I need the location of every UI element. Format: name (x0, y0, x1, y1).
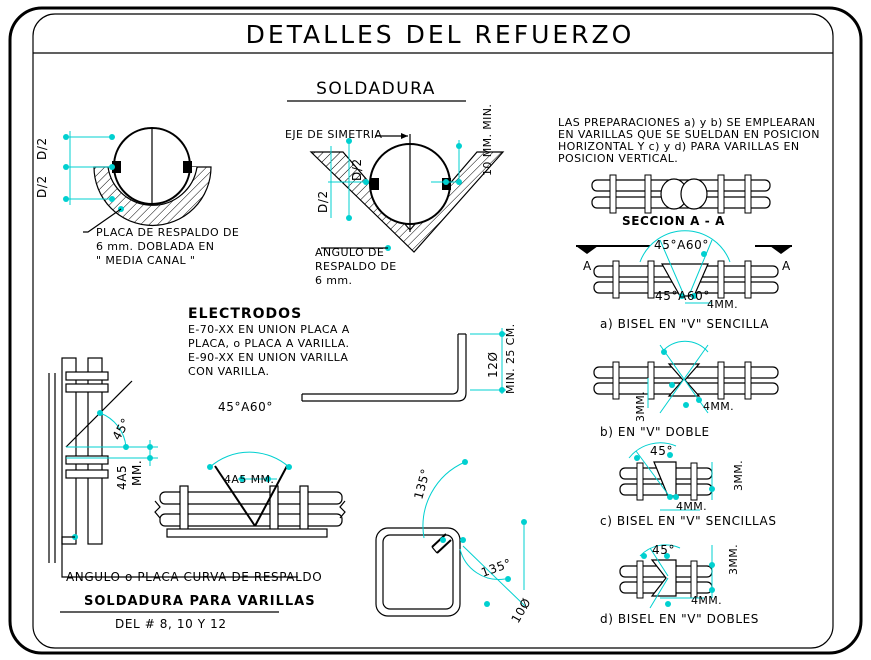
dim-45-deg: 45° (109, 416, 133, 443)
vertical-bars-detail (48, 357, 298, 578)
stirrup-detail (375, 459, 527, 617)
varillas-heading: SOLDADURA PARA VARILLAS (84, 594, 316, 609)
page-title: DETALLES DEL REFUERZO (246, 20, 635, 49)
dim-mm: MM. (130, 460, 144, 486)
angulo-note-3: 6 mm. (315, 274, 352, 287)
a-4mm: 4MM. (707, 298, 738, 311)
dim-left-d2-bottom: D/2 (35, 175, 49, 198)
seccion-aa-label: SECCION A - A (622, 214, 725, 228)
dim-d2-lower: D/2 (316, 190, 330, 213)
b-caption: b) EN "V" DOBLE (600, 425, 710, 439)
b-3mm: 3MM. (634, 391, 647, 422)
hook-min-25: MIN. 25 CM. (504, 323, 517, 394)
electrodos-line-2: PLACA, o PLACA A VARILLA. (188, 337, 349, 350)
soldadura-heading: SOLDADURA (316, 79, 436, 99)
electrodos-line-3: E-90-XX EN UNION VARILLA (188, 351, 348, 364)
electrodos-line-4: CON VARILLA. (188, 365, 269, 378)
seccion-aa-detail (591, 174, 771, 214)
c-4mm: 4MM. (676, 500, 707, 513)
b-4mm: 4MM. (703, 400, 734, 413)
bisel-v-dobles-detail (619, 544, 715, 609)
hook-12-diam: 12Ø (486, 351, 500, 378)
dim-left-d2-top: D/2 (35, 137, 49, 160)
d-45-deg: 45° (652, 543, 675, 557)
cut-a-left: A (583, 259, 592, 273)
angle-45a60-left: 45°A60° (218, 400, 273, 414)
prep-note-3: HORIZONTAL Y c) y d) PARA VARILLAS EN (558, 140, 799, 153)
angulo-note-1: ANGULO DE (315, 246, 384, 259)
cut-a-right: A (782, 259, 791, 273)
hooked-bar (301, 328, 506, 402)
bisel-v-sencillas-detail (619, 442, 715, 511)
d-caption: d) BISEL EN "V" DOBLES (600, 612, 759, 626)
placa-note-3: " MEDIA CANAL " (96, 254, 195, 267)
electrodos-heading: ELECTRODOS (188, 306, 302, 322)
a-angle-bottom: 45°A60° (655, 289, 710, 303)
prep-note-1: LAS PREPARACIONES a) y b) SE EMPLEARAN (558, 116, 815, 129)
a-caption: a) BISEL EN "V" SENCILLA (600, 317, 769, 331)
min-10mm-label: 10 MM. MIN. (481, 104, 494, 176)
dim-4a5: 4A5 (115, 465, 129, 490)
bisel-v-sencilla-detail (576, 230, 792, 304)
half-channel-weld-detail (63, 127, 212, 233)
angle-weld-detail (309, 133, 505, 253)
stirrup-10-diam: 10Ø (508, 596, 533, 626)
horizontal-bars-detail (154, 451, 346, 538)
outer-frame (8, 6, 863, 655)
placa-note-2: 6 mm. DOBLADA EN (96, 240, 214, 253)
eje-de-simetria-label: EJE DE SIMETRIA (285, 128, 382, 141)
d-3mm: 3MM. (727, 544, 740, 575)
d-4mm: 4MM. (691, 594, 722, 607)
electrodos-line-1: E-70-XX EN UNION PLACA A (188, 323, 350, 336)
inner-frame (32, 13, 834, 649)
center-dim-4a5mm: 4A5 MM. (224, 473, 274, 486)
varillas-subheading: DEL # 8, 10 Y 12 (115, 617, 227, 631)
angulo-note-2: RESPALDO DE (315, 260, 397, 273)
a-angle-top: 45°A60° (654, 238, 709, 252)
v-doble-detail (593, 340, 779, 414)
c-caption: c) BISEL EN "V" SENCILLAS (600, 514, 777, 528)
prep-note-4: POSICION VERTICAL. (558, 152, 678, 165)
c-45-deg: 45° (650, 444, 673, 458)
dim-d2-upper: D/2 (350, 158, 364, 181)
placa-note-1: PLACA DE RESPALDO DE (96, 226, 239, 239)
prep-note-2: EN VARILLAS QUE SE SUELDAN EN POSICION (558, 128, 820, 141)
angulo-placa-label: ANGULO o PLACA CURVA DE RESPALDO (66, 570, 322, 584)
c-3mm: 3MM. (732, 460, 745, 491)
